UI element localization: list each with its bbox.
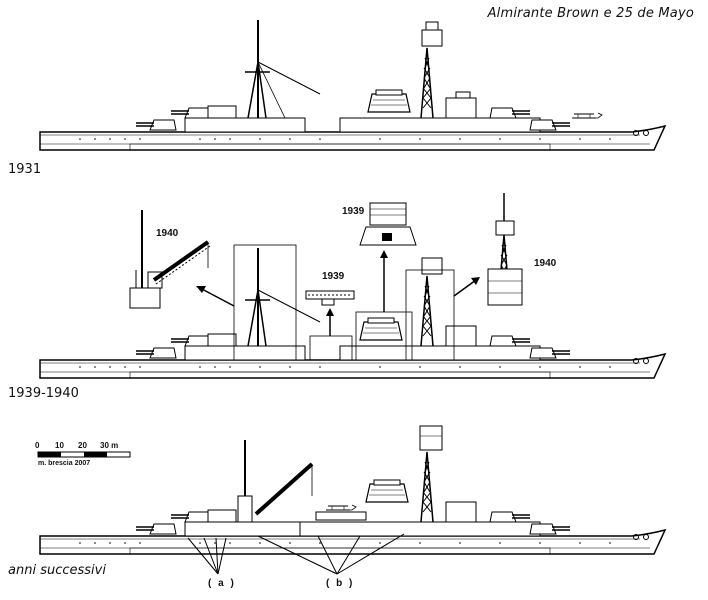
scale-tick-0: 0 bbox=[35, 441, 40, 450]
diagram-title: Almirante Brown e 25 de Mayo bbox=[487, 6, 694, 21]
detail-foremast bbox=[487, 193, 523, 306]
profile-later bbox=[39, 425, 666, 555]
profile-label-1931: 1931 bbox=[8, 162, 42, 177]
scale-tick-20: 20 bbox=[78, 441, 87, 450]
catapult-detail-label: 1939 bbox=[322, 271, 345, 282]
profile-label-1939-1940: 1939-1940 bbox=[8, 386, 79, 401]
drawing-credit: m. brescia 2007 bbox=[38, 460, 91, 467]
crane-detail-label: 1940 bbox=[156, 228, 179, 239]
callout-b: ( b ) bbox=[326, 578, 355, 589]
profile-1939-1940 bbox=[39, 244, 666, 379]
foremast-detail-label: 1940 bbox=[534, 258, 557, 269]
callout-b-lines bbox=[257, 533, 405, 575]
scale-tick-10: 10 bbox=[55, 441, 64, 450]
scale-tick-30: 30 m bbox=[100, 441, 119, 450]
detail-catapult bbox=[305, 290, 355, 306]
callout-a: ( a ) bbox=[208, 578, 236, 589]
profile-label-later: anni successivi bbox=[8, 563, 106, 578]
director-detail-label: 1939 bbox=[342, 206, 365, 217]
detail-director bbox=[359, 202, 417, 246]
detail-crane bbox=[129, 210, 211, 309]
profile-1931 bbox=[39, 20, 666, 151]
scale-bar bbox=[37, 451, 131, 458]
callout-a-lines bbox=[187, 537, 227, 575]
